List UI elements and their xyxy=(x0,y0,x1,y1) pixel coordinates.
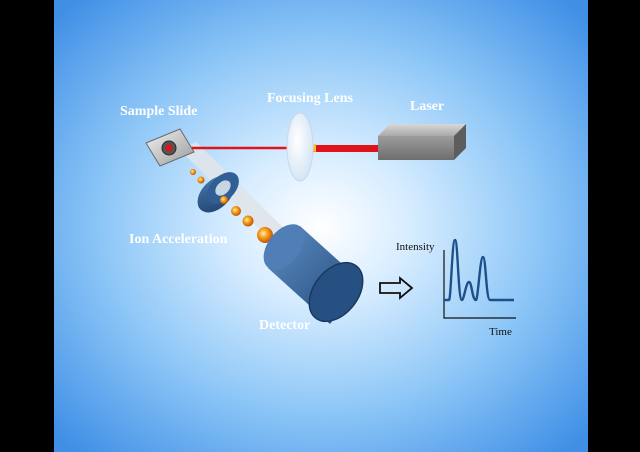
spectrum-xlabel: Time xyxy=(489,326,512,338)
spectrum-line xyxy=(444,238,514,302)
label-detector: Detector xyxy=(259,318,310,333)
right-arrow-icon xyxy=(379,276,414,300)
label-sample-slide: Sample Slide xyxy=(120,104,197,119)
ion-ball xyxy=(231,206,241,216)
label-ion-acceleration: Ion Acceleration xyxy=(129,232,228,247)
ion-ball xyxy=(197,176,205,184)
spectrum-ylabel: Intensity xyxy=(396,241,435,253)
label-laser: Laser xyxy=(410,99,444,114)
sample-slide xyxy=(145,128,195,167)
laser-box xyxy=(378,124,466,160)
detector xyxy=(263,224,364,324)
ion-flight-path xyxy=(180,142,292,246)
focusing-lens xyxy=(286,112,314,182)
ion-ball xyxy=(257,227,273,243)
ion-ball xyxy=(190,169,196,175)
diagram-background xyxy=(54,0,588,452)
laser-beam-focused xyxy=(298,145,378,152)
label-focusing-lens: Focusing Lens xyxy=(267,91,354,106)
ion-ball xyxy=(242,215,254,227)
ion-ball xyxy=(220,196,228,204)
spectrum-axes xyxy=(443,250,516,319)
spectrum-plot: Intensity Time xyxy=(396,238,516,338)
